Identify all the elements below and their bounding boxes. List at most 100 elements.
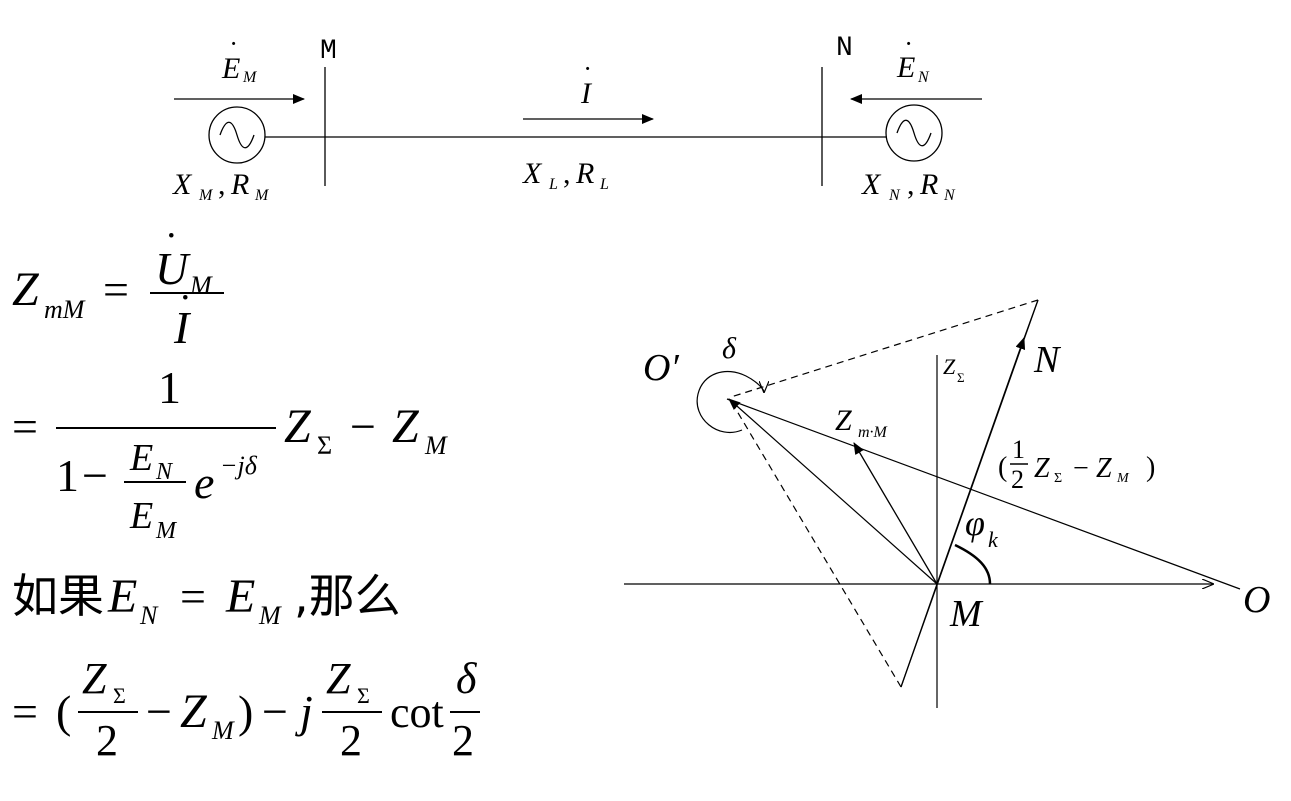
emf-n-label: · E N: [896, 29, 930, 86]
svg-text:=: =: [12, 686, 38, 737]
svg-text:·: ·: [180, 277, 190, 319]
svg-text:Z: Z: [326, 654, 351, 703]
svg-text:−: −: [146, 686, 172, 737]
dashed-lower-vertex-to-o-prime: [730, 400, 902, 688]
svg-text:·: ·: [905, 29, 912, 58]
svg-text:m·M: m·M: [858, 424, 889, 441]
svg-text:R: R: [575, 157, 594, 190]
source-m-circle: [208, 106, 266, 164]
svg-text:e: e: [194, 457, 214, 508]
svg-text:Σ: Σ: [113, 683, 126, 708]
svg-text:2: 2: [340, 716, 362, 765]
equation-line-1: Z mM = · U M · I: [12, 215, 224, 353]
svg-text:·: ·: [166, 215, 176, 257]
svg-text:Z: Z: [82, 654, 107, 703]
svg-text:Z: Z: [180, 685, 208, 738]
svg-text:·: ·: [230, 29, 237, 58]
svg-text:M: M: [198, 187, 214, 204]
svg-text:Z: Z: [943, 354, 956, 379]
svg-text:M: M: [424, 431, 448, 460]
svg-text:Σ: Σ: [357, 683, 370, 708]
line-lower-vertex-to-m: [900, 583, 938, 688]
z-sigma-axis-label: Z Σ: [943, 354, 965, 385]
svg-text:Z: Z: [1096, 453, 1112, 484]
svg-text:2: 2: [1011, 465, 1024, 494]
svg-text:=: =: [103, 264, 129, 315]
svg-text:=: =: [180, 571, 206, 622]
source-m-impedance-label: X M , R M: [172, 168, 270, 204]
svg-text:−: −: [350, 401, 376, 452]
svg-text:·: ·: [584, 54, 591, 83]
svg-text:N: N: [155, 459, 174, 485]
svg-text:cot: cot: [390, 688, 444, 737]
svg-text:X: X: [861, 168, 882, 201]
svg-text:E: E: [129, 437, 153, 479]
svg-text:1: 1: [56, 450, 79, 501]
svg-text:−: −: [1073, 453, 1089, 484]
svg-text:φ: φ: [965, 503, 985, 543]
svg-text:M: M: [189, 271, 213, 300]
svg-text:−jδ: −jδ: [220, 451, 258, 480]
svg-text:2: 2: [96, 716, 118, 765]
svg-text:Z: Z: [284, 400, 312, 453]
svg-text:δ: δ: [456, 654, 478, 703]
svg-text:M: M: [254, 187, 270, 204]
svg-text:如果: 如果: [12, 569, 104, 623]
svg-text:N: N: [917, 69, 930, 86]
svg-text:M: M: [242, 69, 258, 86]
equation-line-2: = 1 1 − E N E M e −jδ Z Σ − Z M: [12, 362, 448, 544]
source-n-circle: [885, 104, 943, 162]
svg-text:j: j: [295, 686, 313, 737]
equations: Z mM = · U M · I = 1 1 − E N E M e −jδ Z…: [12, 215, 480, 765]
svg-text:M: M: [1116, 471, 1130, 486]
svg-text:Σ: Σ: [317, 431, 332, 460]
svg-text:N: N: [139, 601, 159, 630]
vector-m-o-prime: [728, 398, 938, 585]
svg-text:E: E: [896, 51, 915, 84]
svg-text:): ): [1146, 452, 1155, 483]
delta-arc: [696, 370, 764, 433]
svg-text:mM: mM: [44, 295, 86, 324]
svg-text:(: (: [998, 452, 1007, 483]
emf-m-label: · E M: [221, 29, 258, 86]
svg-text:Z: Z: [392, 400, 420, 453]
svg-text:M: M: [155, 518, 178, 544]
svg-text:E: E: [107, 570, 137, 623]
point-o-prime-label: O′: [643, 347, 679, 389]
z-mm-label: Z m·M: [835, 404, 889, 441]
svg-text:k: k: [988, 527, 999, 552]
svg-text:,: ,: [218, 168, 226, 201]
svg-text:Z: Z: [1034, 453, 1050, 484]
svg-text:1: 1: [1012, 435, 1025, 464]
dashed-top-to-o-prime: [730, 299, 1039, 398]
source-n-impedance-label: X N , R N: [861, 168, 956, 204]
svg-text:E: E: [221, 52, 240, 85]
svg-text:,: ,: [907, 168, 915, 201]
svg-text:N: N: [943, 187, 956, 204]
line-impedance-label: X L , R L: [522, 157, 609, 193]
svg-text:U: U: [155, 243, 191, 294]
phi-k-arc: [954, 543, 992, 585]
svg-text:X: X: [522, 157, 543, 190]
svg-text:L: L: [599, 176, 609, 193]
circuit-diagram: M N · E M · E N · I X M: [172, 29, 982, 204]
half-z-sigma-minus-zm-label: ( 1 2 Z Σ − Z M ): [998, 435, 1155, 494]
vector-z-mm: [853, 442, 938, 585]
svg-text:R: R: [230, 168, 249, 201]
svg-text:Σ: Σ: [957, 370, 965, 385]
current-label: · I: [580, 54, 593, 110]
svg-text:L: L: [548, 176, 558, 193]
phasor-diagram: O′ δ Z Σ N Z m·M ( 1 2 Z Σ − Z M ) φ k M…: [624, 299, 1270, 708]
svg-text:,: ,: [563, 157, 571, 190]
svg-text:N: N: [888, 187, 901, 204]
svg-text:R: R: [919, 168, 938, 201]
line-o-to-o-prime: [726, 398, 1241, 590]
bus-n-label: N: [836, 33, 853, 64]
svg-text:M: M: [258, 601, 282, 630]
source-n-sine-icon: [896, 119, 932, 147]
svg-text:2: 2: [452, 716, 474, 765]
svg-text:−: −: [262, 686, 288, 737]
svg-text:I: I: [173, 302, 192, 353]
source-m-sine-icon: [219, 121, 255, 149]
